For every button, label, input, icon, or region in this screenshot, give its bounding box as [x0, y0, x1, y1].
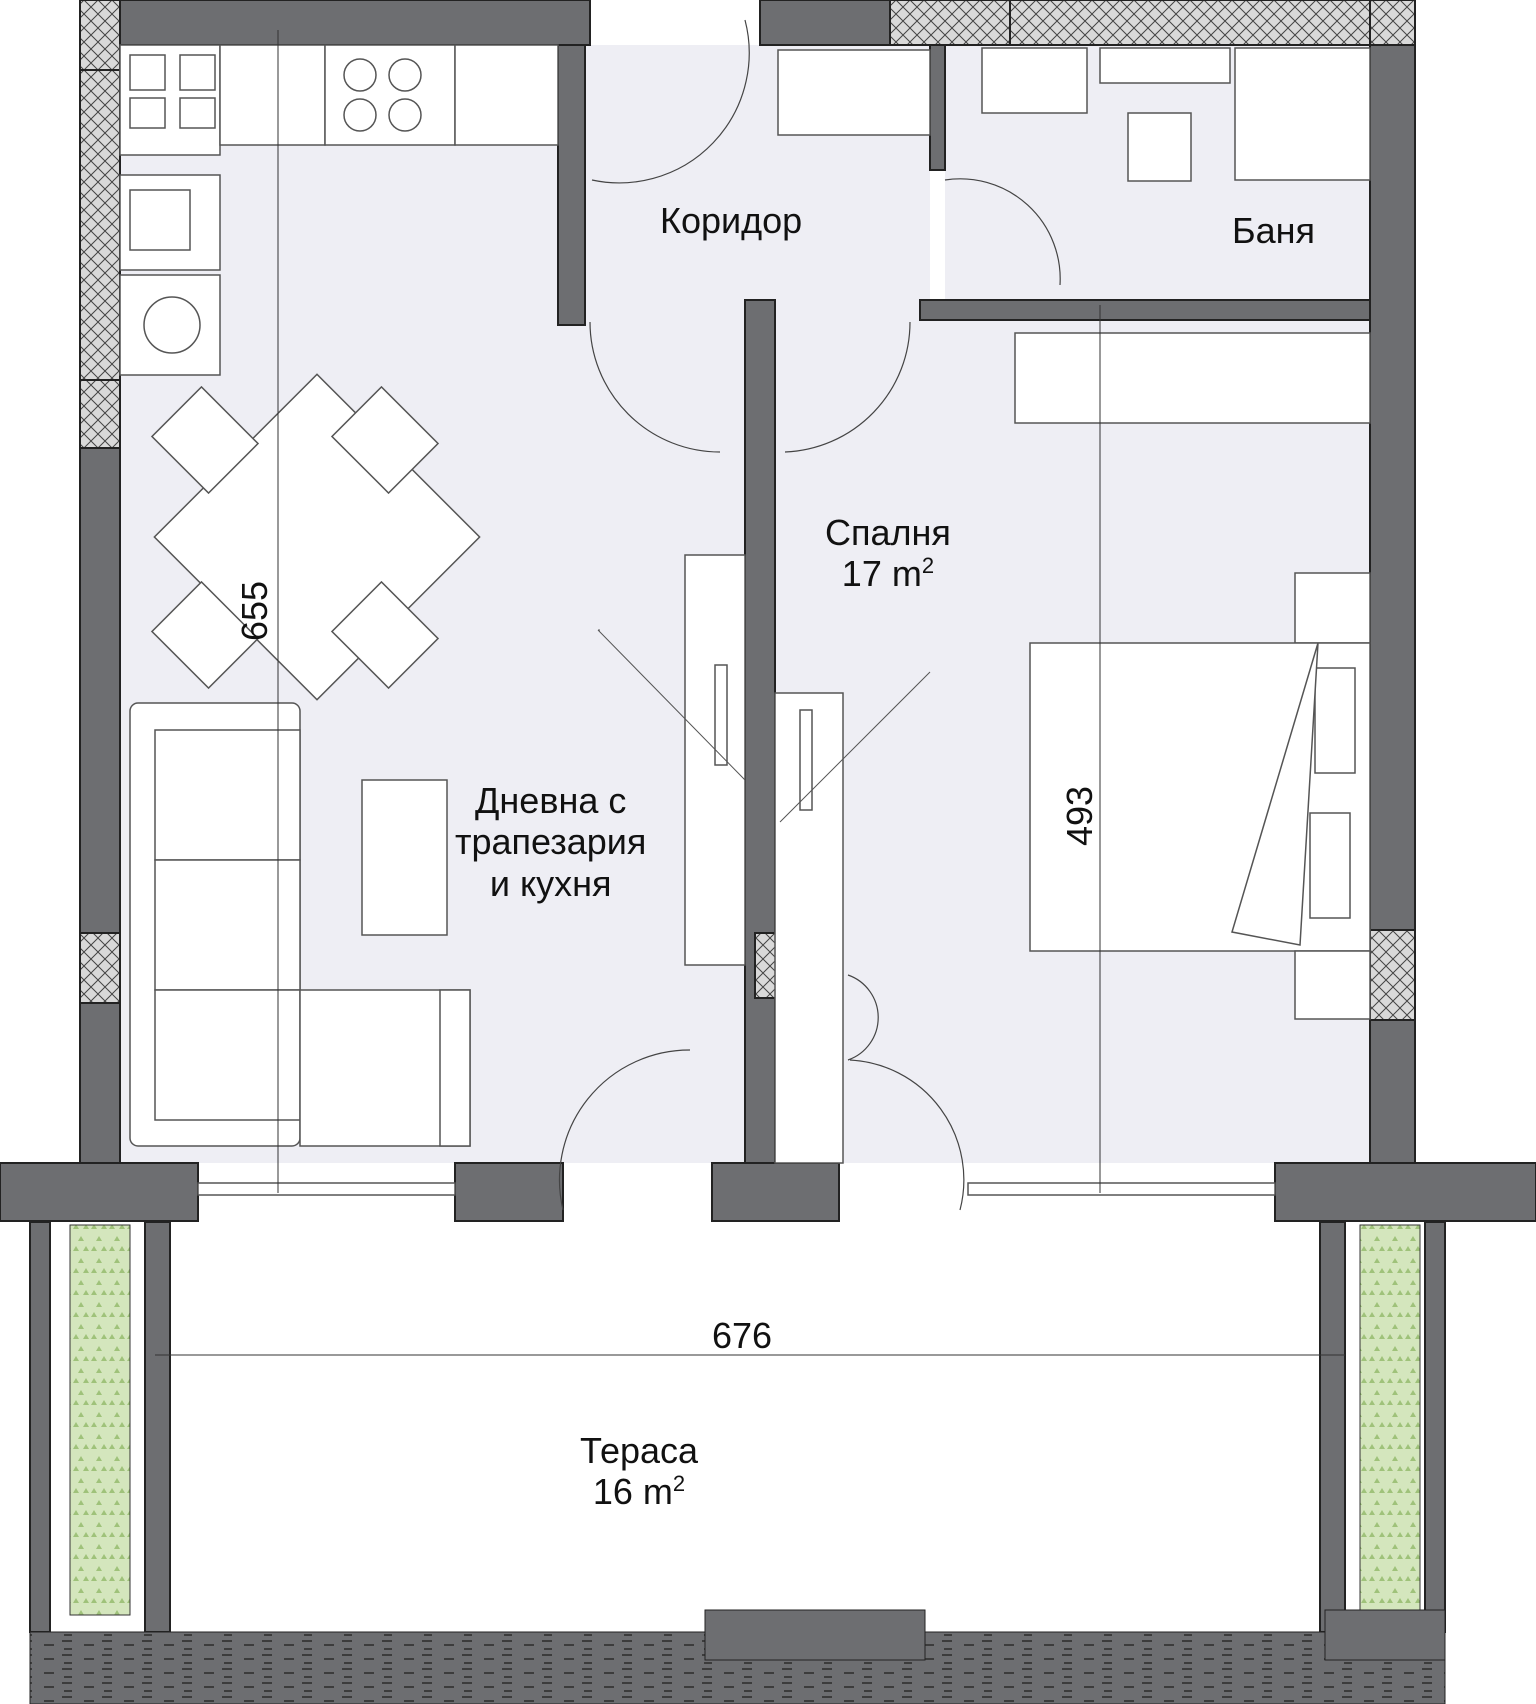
drain-right [1324, 1609, 1446, 1661]
bedroom-area: 17 m2 [841, 553, 935, 595]
planter-left [69, 1224, 131, 1616]
room-label-living: Дневна с трапезария и кухня [455, 780, 646, 904]
dimension-terrace: 676 [712, 1315, 773, 1356]
wardrobe-diagonals [597, 629, 931, 823]
room-label-bedroom: Спалня 17 m2 [825, 512, 951, 595]
door-swings [558, 19, 1061, 1211]
bathroom-fixtures [981, 47, 1371, 182]
corridor-cabinet [777, 49, 931, 136]
living-line3: и кухня [489, 862, 612, 904]
terrace-floor [170, 1222, 1320, 1632]
planter-right [1359, 1224, 1421, 1616]
room-label-corridor: Коридор [660, 200, 803, 241]
dimension-living: 655 [234, 580, 276, 642]
wardrobes [684, 554, 844, 1164]
walls [0, 0, 1536, 1633]
terrace-area: 16 m2 [592, 1471, 686, 1513]
room-label-terrace: Тераса 16 m2 [580, 1430, 698, 1513]
living-line2: трапезария [455, 821, 647, 863]
bedroom-name: Спалня [825, 512, 951, 553]
dining-table [150, 373, 481, 701]
bed [1014, 332, 1371, 1020]
window-sills [197, 1182, 1276, 1196]
coffee-table [361, 779, 448, 936]
dimension-lines [155, 30, 1345, 1356]
living-line1: Дневна с [475, 780, 627, 821]
dimension-bedroom: 493 [1059, 785, 1101, 847]
sofa [129, 702, 471, 1147]
kitchen-counter [119, 44, 559, 376]
drain-left [704, 1609, 926, 1661]
terrace-name: Тераса [580, 1430, 699, 1471]
room-label-bathroom: Баня [1232, 210, 1316, 251]
